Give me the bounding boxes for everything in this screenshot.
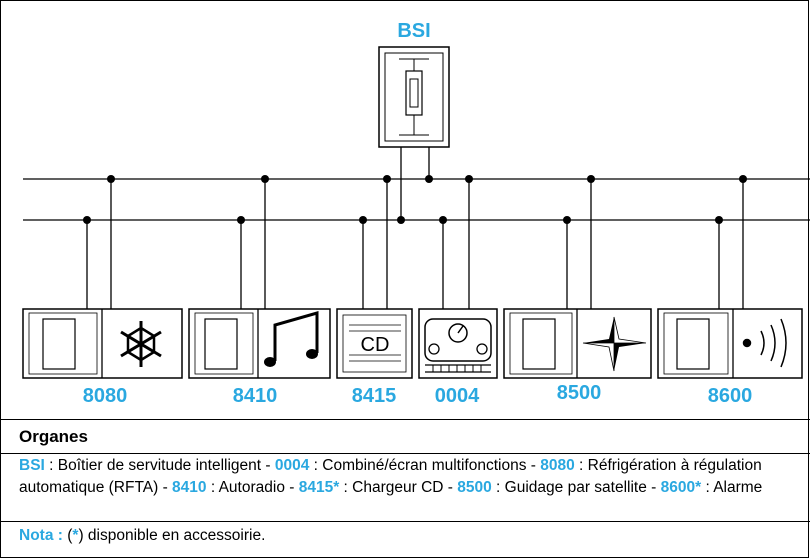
module-code: 8500	[557, 382, 602, 404]
compass-star-icon	[582, 316, 647, 372]
legend-desc: : Chargeur CD -	[339, 479, 458, 496]
module-code: 8080	[83, 385, 128, 407]
module-code: 0004	[435, 385, 480, 407]
legend-code: 8410	[172, 479, 207, 496]
network-diagram: BSI	[22, 20, 810, 407]
divider	[1, 419, 810, 420]
legend-code: 8080	[540, 457, 575, 474]
module-0004	[418, 175, 498, 379]
legend-code: 0004	[274, 457, 310, 474]
module-code: 8410	[233, 385, 278, 407]
module-8410	[188, 175, 331, 379]
module-8600	[657, 175, 803, 379]
legend-desc: : Réfrigération à régulation automatique…	[19, 457, 762, 496]
alarm-wave-icon	[742, 318, 787, 368]
module-8080	[22, 175, 183, 379]
module-code: 8600	[708, 385, 753, 407]
module-8415: CD	[336, 175, 413, 379]
legend-code: 8600*	[660, 479, 702, 496]
legend-desc: : Autoradio -	[206, 479, 299, 496]
legend-title: Organes	[19, 427, 88, 446]
nota-text: ) disponible en accessoirie.	[78, 527, 266, 544]
legend-desc: : Guidage par satellite -	[491, 479, 661, 496]
gauge-icon	[424, 318, 492, 373]
nota-open: (	[62, 527, 73, 544]
nota-label: Nota :	[19, 527, 63, 544]
nota-star: *	[72, 527, 79, 544]
divider	[1, 521, 810, 522]
legend-desc: : Boîtier de servitude intelligent -	[44, 457, 275, 474]
cd-icon: CD	[349, 324, 401, 362]
legend-code: 8415*	[298, 479, 340, 496]
legend-code: BSI	[19, 457, 45, 474]
bsi-unit	[378, 46, 450, 148]
divider	[1, 453, 810, 454]
module-8500	[503, 175, 652, 379]
bsi-label: BSI	[397, 20, 430, 42]
legend-desc: : Combiné/écran multifonctions -	[309, 457, 541, 474]
music-note-icon	[264, 311, 319, 367]
legend-code: 8500	[457, 479, 492, 496]
legend: Organes BSI : Boîtier de servitude intel…	[1, 419, 810, 559]
snowflake-icon	[120, 321, 162, 367]
cd-text: CD	[361, 334, 390, 356]
legend-text: BSI : Boîtier de servitude intelligent -…	[19, 455, 809, 499]
legend-desc: : Alarme	[701, 479, 763, 496]
nota: Nota : (*) disponible en accessoirie.	[19, 527, 799, 545]
module-code: 8415	[352, 385, 397, 407]
